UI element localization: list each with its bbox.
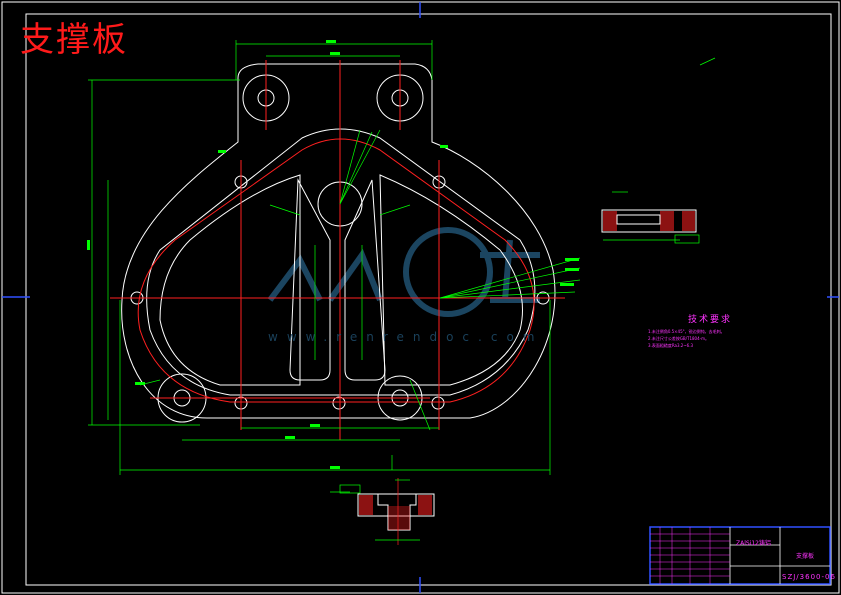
title-block-drawing-number: SZJ/3600-06 [782, 573, 836, 581]
title-block-part-name: 支撑板 [796, 553, 815, 560]
centerlines [110, 60, 565, 440]
drawing-title: 支撑板 [20, 20, 128, 60]
technical-requirements-title: 技术要求 [688, 315, 733, 325]
drawing-frame [25, 13, 832, 586]
section-view-bottom [330, 478, 435, 545]
section-view-right [601, 191, 700, 244]
watermark-logo [267, 227, 540, 317]
technical-requirement-line: 1.未注倒角0.5×45°，锐边倒钝，去毛刺。 [648, 329, 725, 334]
part-outline [121, 63, 556, 423]
technical-requirement-line: 2.未注尺寸公差按GB/T1804-m。 [648, 336, 709, 341]
dimension-lines [88, 40, 716, 475]
technical-requirement-line: 3.表面粗糙度Ra3.2~6.3 [648, 343, 694, 348]
title-block-material: ZAlSi12铸铝 [736, 540, 771, 547]
dimension-ticks [87, 40, 579, 469]
watermark-url: www.renrendoc.com [268, 330, 544, 344]
title-block [649, 526, 831, 585]
